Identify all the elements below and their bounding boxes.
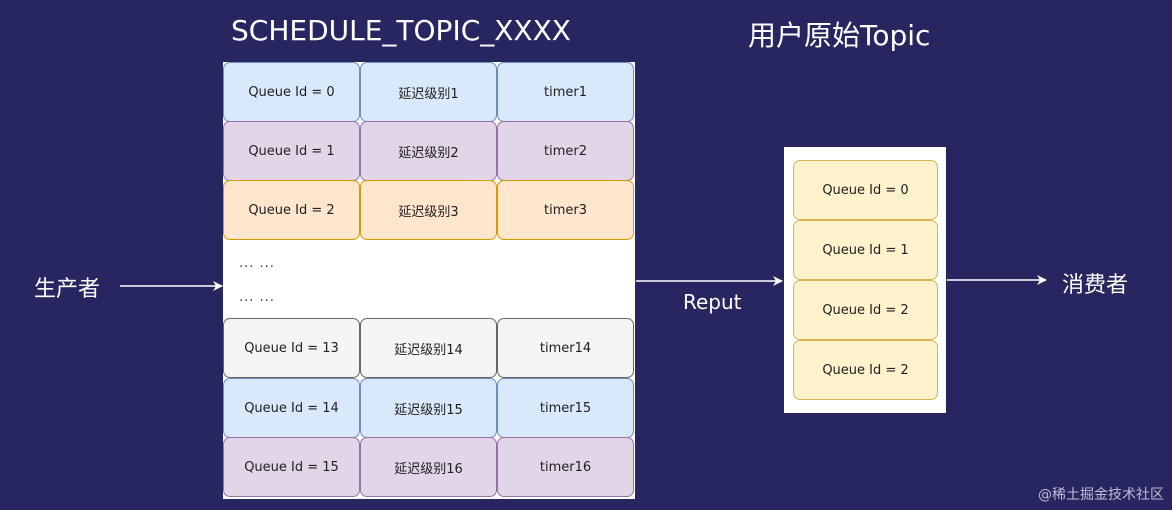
timer-cell: timer1 (497, 62, 634, 122)
delay-level-cell: 延迟级别1 (360, 62, 497, 122)
delay-level-cell: 延迟级别15 (360, 378, 497, 438)
timer-cell: timer3 (497, 180, 634, 240)
ellipsis-row: ... ... (239, 256, 275, 271)
timer-cell: timer14 (497, 318, 634, 378)
timer-cell: timer15 (497, 378, 634, 438)
user-queue-cell: Queue Id = 1 (793, 220, 938, 280)
queue-id-cell: Queue Id = 13 (223, 318, 360, 378)
queue-id-cell: Queue Id = 2 (223, 180, 360, 240)
delay-level-cell: 延迟级别14 (360, 318, 497, 378)
delay-level-cell: 延迟级别2 (360, 121, 497, 181)
user-queue-cell: Queue Id = 2 (793, 280, 938, 340)
reput-label: Reput (683, 290, 742, 314)
delay-level-cell: 延迟级别3 (360, 180, 497, 240)
producer-label: 生产者 (34, 277, 101, 302)
user-queue-cell: Queue Id = 2 (793, 340, 938, 400)
queue-id-cell: Queue Id = 14 (223, 378, 360, 438)
ellipsis-row: ... ... (239, 290, 275, 305)
user-topic-title: 用户原始Topic (748, 19, 931, 52)
queue-id-cell: Queue Id = 15 (223, 437, 360, 497)
watermark: @稀土掘金技术社区 (1038, 487, 1164, 503)
queue-id-cell: Queue Id = 1 (223, 121, 360, 181)
consumer-label: 消费者 (1062, 273, 1129, 298)
schedule-topic-title: SCHEDULE_TOPIC_XXXX (231, 14, 571, 47)
timer-cell: timer2 (497, 121, 634, 181)
timer-cell: timer16 (497, 437, 634, 497)
user-queue-cell: Queue Id = 0 (793, 160, 938, 220)
delay-level-cell: 延迟级别16 (360, 437, 497, 497)
